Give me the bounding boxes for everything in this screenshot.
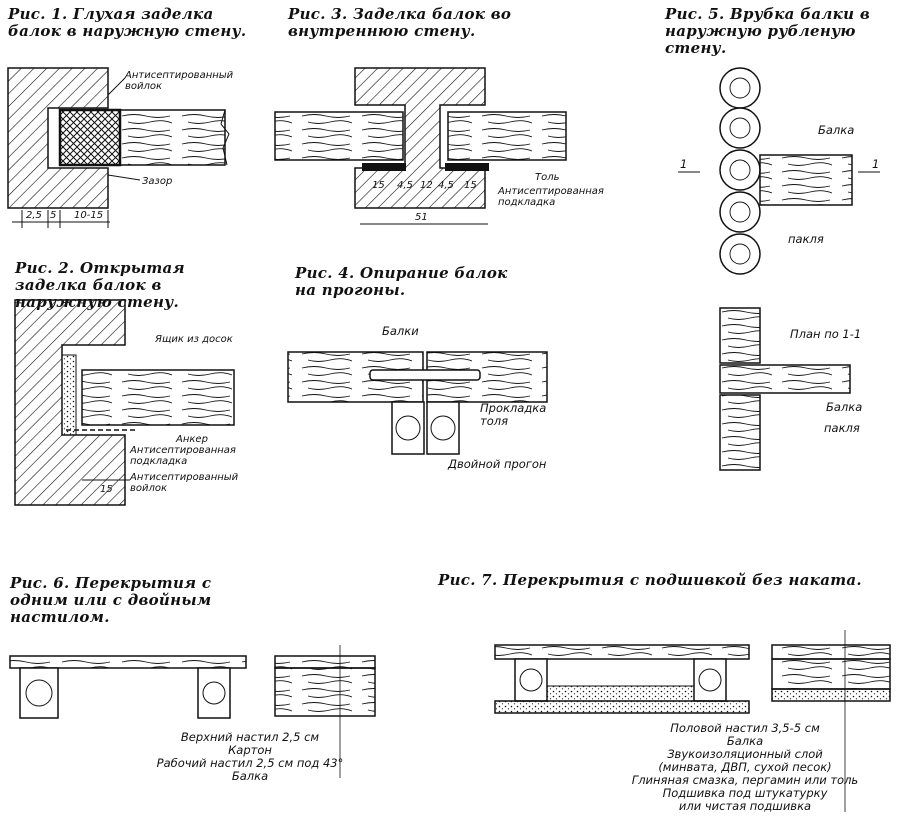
fig7-note-floor: Половой настил 3,5-5 см: [670, 721, 820, 735]
fig3-dim-2: 4,5: [397, 180, 413, 191]
fig1-label-felt: Антисептированный войлок: [125, 70, 234, 92]
caption-fig2: Рис. 2. Открытая заделка балок в наружну…: [15, 259, 185, 311]
caption-fig3: Рис. 3. Заделка балок во внутреннюю стен…: [288, 5, 512, 40]
fig5-label-tow: пакля: [788, 232, 824, 246]
fig6-note-top-deck: Верхний настил 2,5 см: [180, 730, 320, 744]
fig4-label-beams: Балки: [382, 324, 419, 338]
fig5-plan-tow: пакля: [824, 421, 860, 435]
fig1-drawing: [7, 67, 230, 228]
fig6-drawing: [9, 645, 376, 778]
fig5-drawing: [678, 67, 880, 471]
fig7-note-lining-clean: или чистая подшивка: [678, 799, 812, 813]
fig2-label-pad: Антисептированная подкладка: [130, 445, 236, 467]
fig6-note-working-deck: Рабочий настил 2,5 см под 43°: [156, 756, 344, 770]
fig1-label-gap: Зазор: [142, 176, 173, 187]
caption-fig7: Рис. 7. Перекрытия с подшивкой без накат…: [438, 571, 862, 589]
fig4-label-pad: Прокладка толя: [480, 401, 547, 428]
fig1-dim-1: 2,5: [26, 210, 42, 221]
caption-fig6: Рис. 6. Перекрытия с одним или с двойным…: [10, 574, 212, 626]
caption-fig5: Рис. 5. Врубка балки в наружную рубленую…: [665, 5, 870, 57]
fig6-note-cardboard: Картон: [228, 743, 272, 757]
fig5-plan-beam: Балка: [826, 400, 863, 414]
caption-fig1: Рис. 1. Глухая заделка балок в наружную …: [8, 5, 247, 40]
fig7-note-lining: Подшивка под штукатурку: [662, 786, 828, 800]
fig3-dim-3: 12: [420, 180, 433, 191]
fig6-note-beam: Балка: [231, 769, 269, 783]
fig3-dim-5: 15: [464, 180, 477, 191]
fig7-note-beam: Балка: [726, 734, 764, 748]
fig5-label-beam: Балка: [818, 123, 855, 137]
fig2-dim: 15: [100, 484, 113, 495]
fig5-plan-title: План по 1-1: [790, 327, 862, 341]
fig2-label-felt: Антисептированный войлок: [130, 472, 239, 494]
fig3-drawing: [274, 67, 567, 225]
fig6-notes: Верхний настил 2,5 см Картон Рабочий нас…: [140, 731, 360, 783]
fig3-dim-total: 51: [415, 212, 428, 223]
fig7-notes: Половой настил 3,5-5 см Балка Звукоизоля…: [600, 722, 890, 813]
fig7-drawing: [494, 630, 891, 812]
fig5-section-right: 1: [872, 157, 880, 171]
fig1-dim-3: 10-15: [74, 210, 104, 221]
fig5-section-left: 1: [680, 157, 688, 171]
fig7-note-clay: Глиняная смазка, пергамин или толь: [631, 773, 859, 787]
fig4-drawing: [287, 351, 548, 455]
fig2-drawing: [14, 299, 235, 506]
fig2-label-anchor: Анкер: [176, 434, 208, 445]
caption-fig4: Рис. 4. Опирание балок на прогоны.: [295, 264, 508, 299]
fig3-dim-4: 4,5: [438, 180, 454, 191]
fig2-label-box: Ящик из досок: [155, 334, 233, 345]
fig3-dim-1: 15: [372, 180, 385, 191]
fig4-label-purlin: Двойной прогон: [448, 457, 547, 471]
fig7-note-sound-materials: (минвата, ДВП, сухой песок): [658, 760, 832, 774]
fig3-label-tar: Толь: [535, 172, 560, 183]
fig7-note-sound: Звукоизоляционный слой: [667, 747, 823, 761]
fig3-label-pad: Антисептированная подкладка: [498, 186, 604, 208]
fig1-dim-2: 5: [50, 210, 57, 221]
